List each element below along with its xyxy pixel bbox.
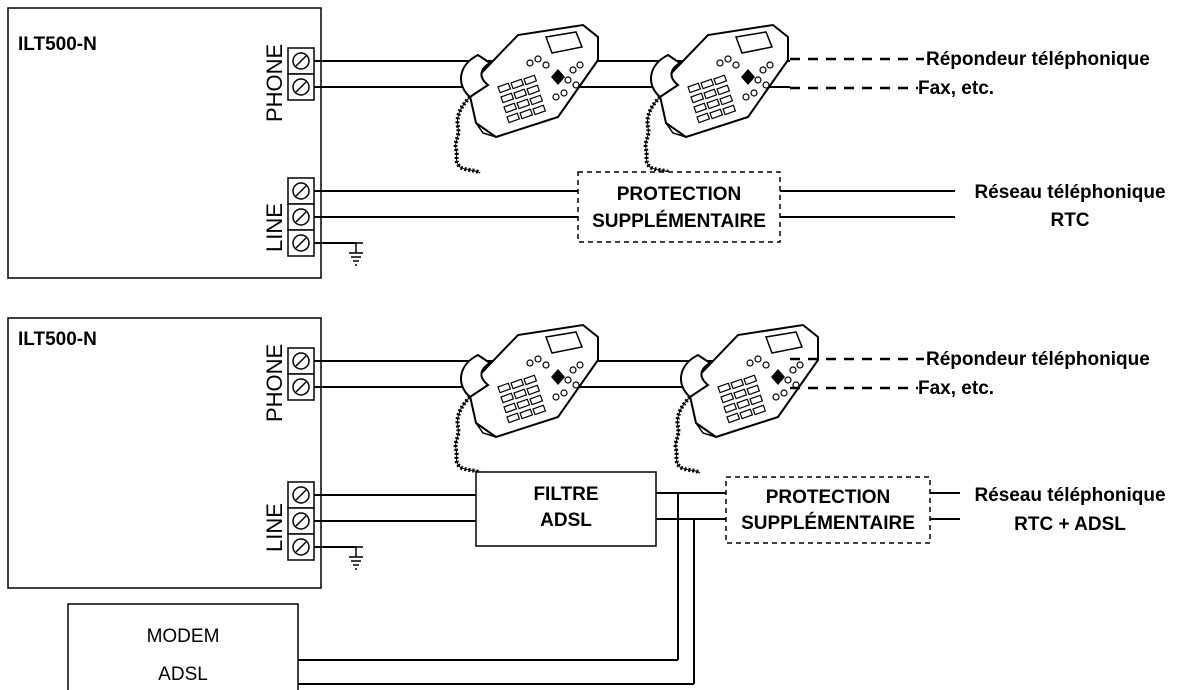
filter-box — [475, 471, 657, 547]
bottom-device-box — [7, 317, 322, 589]
top-line-terminal-2 — [287, 203, 315, 231]
filter-label-1: FILTRE — [533, 484, 598, 505]
top-ground-terminal — [287, 229, 315, 257]
top-line-terminal-1 — [287, 177, 315, 205]
top-phone-terminal-2 — [287, 73, 315, 101]
bottom-line-terminal-2 — [287, 507, 315, 535]
bottom-protection-label-2: SUPPLÉMENTAIRE — [741, 512, 915, 534]
bottom-protection-label-1: PROTECTION — [766, 487, 891, 508]
top-phone-label: PHONE — [262, 44, 287, 122]
bottom-phone-label: PHONE — [262, 344, 287, 422]
top-line-label: LINE — [262, 203, 287, 252]
bottom-ground-icon — [348, 546, 364, 570]
top-output-label-2: Fax, etc. — [918, 78, 994, 99]
top-ground-icon — [348, 242, 364, 266]
top-protection-label-1: PROTECTION — [617, 184, 742, 205]
bottom-phone-terminal-2 — [287, 373, 315, 401]
bottom-ground-terminal — [287, 533, 315, 561]
top-phone-2 — [643, 23, 790, 175]
bottom-output-label-2: Fax, etc. — [918, 378, 994, 399]
top-phone-1 — [453, 23, 600, 175]
bottom-phone-1 — [453, 323, 600, 475]
top-device-label: ILT500-N — [18, 34, 97, 55]
top-device-box — [7, 7, 322, 279]
filter-label-2: ADSL — [540, 510, 592, 531]
bottom-device-label: ILT500-N — [18, 329, 97, 350]
bottom-line-terminal-1 — [287, 481, 315, 509]
modem-label-2: ADSL — [158, 664, 208, 685]
bottom-line-label: LINE — [262, 503, 287, 552]
top-diagram: ILT500-N PHONE LINE Répondeur téléphoniq… — [7, 7, 1166, 279]
top-phone-terminal-1 — [287, 47, 315, 75]
bottom-output-label-1: Répondeur téléphonique — [926, 349, 1150, 370]
bottom-phone-2 — [673, 323, 820, 475]
top-protection-box — [577, 171, 781, 243]
modem-label-1: MODEM — [147, 626, 220, 647]
modem-box — [67, 603, 299, 690]
top-output-label-1: Répondeur téléphonique — [926, 49, 1150, 70]
bottom-phone-terminal-1 — [287, 347, 315, 375]
bottom-network-label-1: Réseau téléphonique — [974, 485, 1165, 506]
bottom-network-label-2: RTC + ADSL — [1014, 514, 1126, 535]
bottom-protection-box — [725, 476, 931, 544]
top-protection-label-2: SUPPLÉMENTAIRE — [592, 210, 766, 232]
top-network-label-2: RTC — [1050, 210, 1089, 231]
top-network-label-1: Réseau téléphonique — [974, 182, 1165, 203]
bottom-diagram: ILT500-N PHONE LINE Répondeur téléphoniq… — [7, 317, 1166, 690]
